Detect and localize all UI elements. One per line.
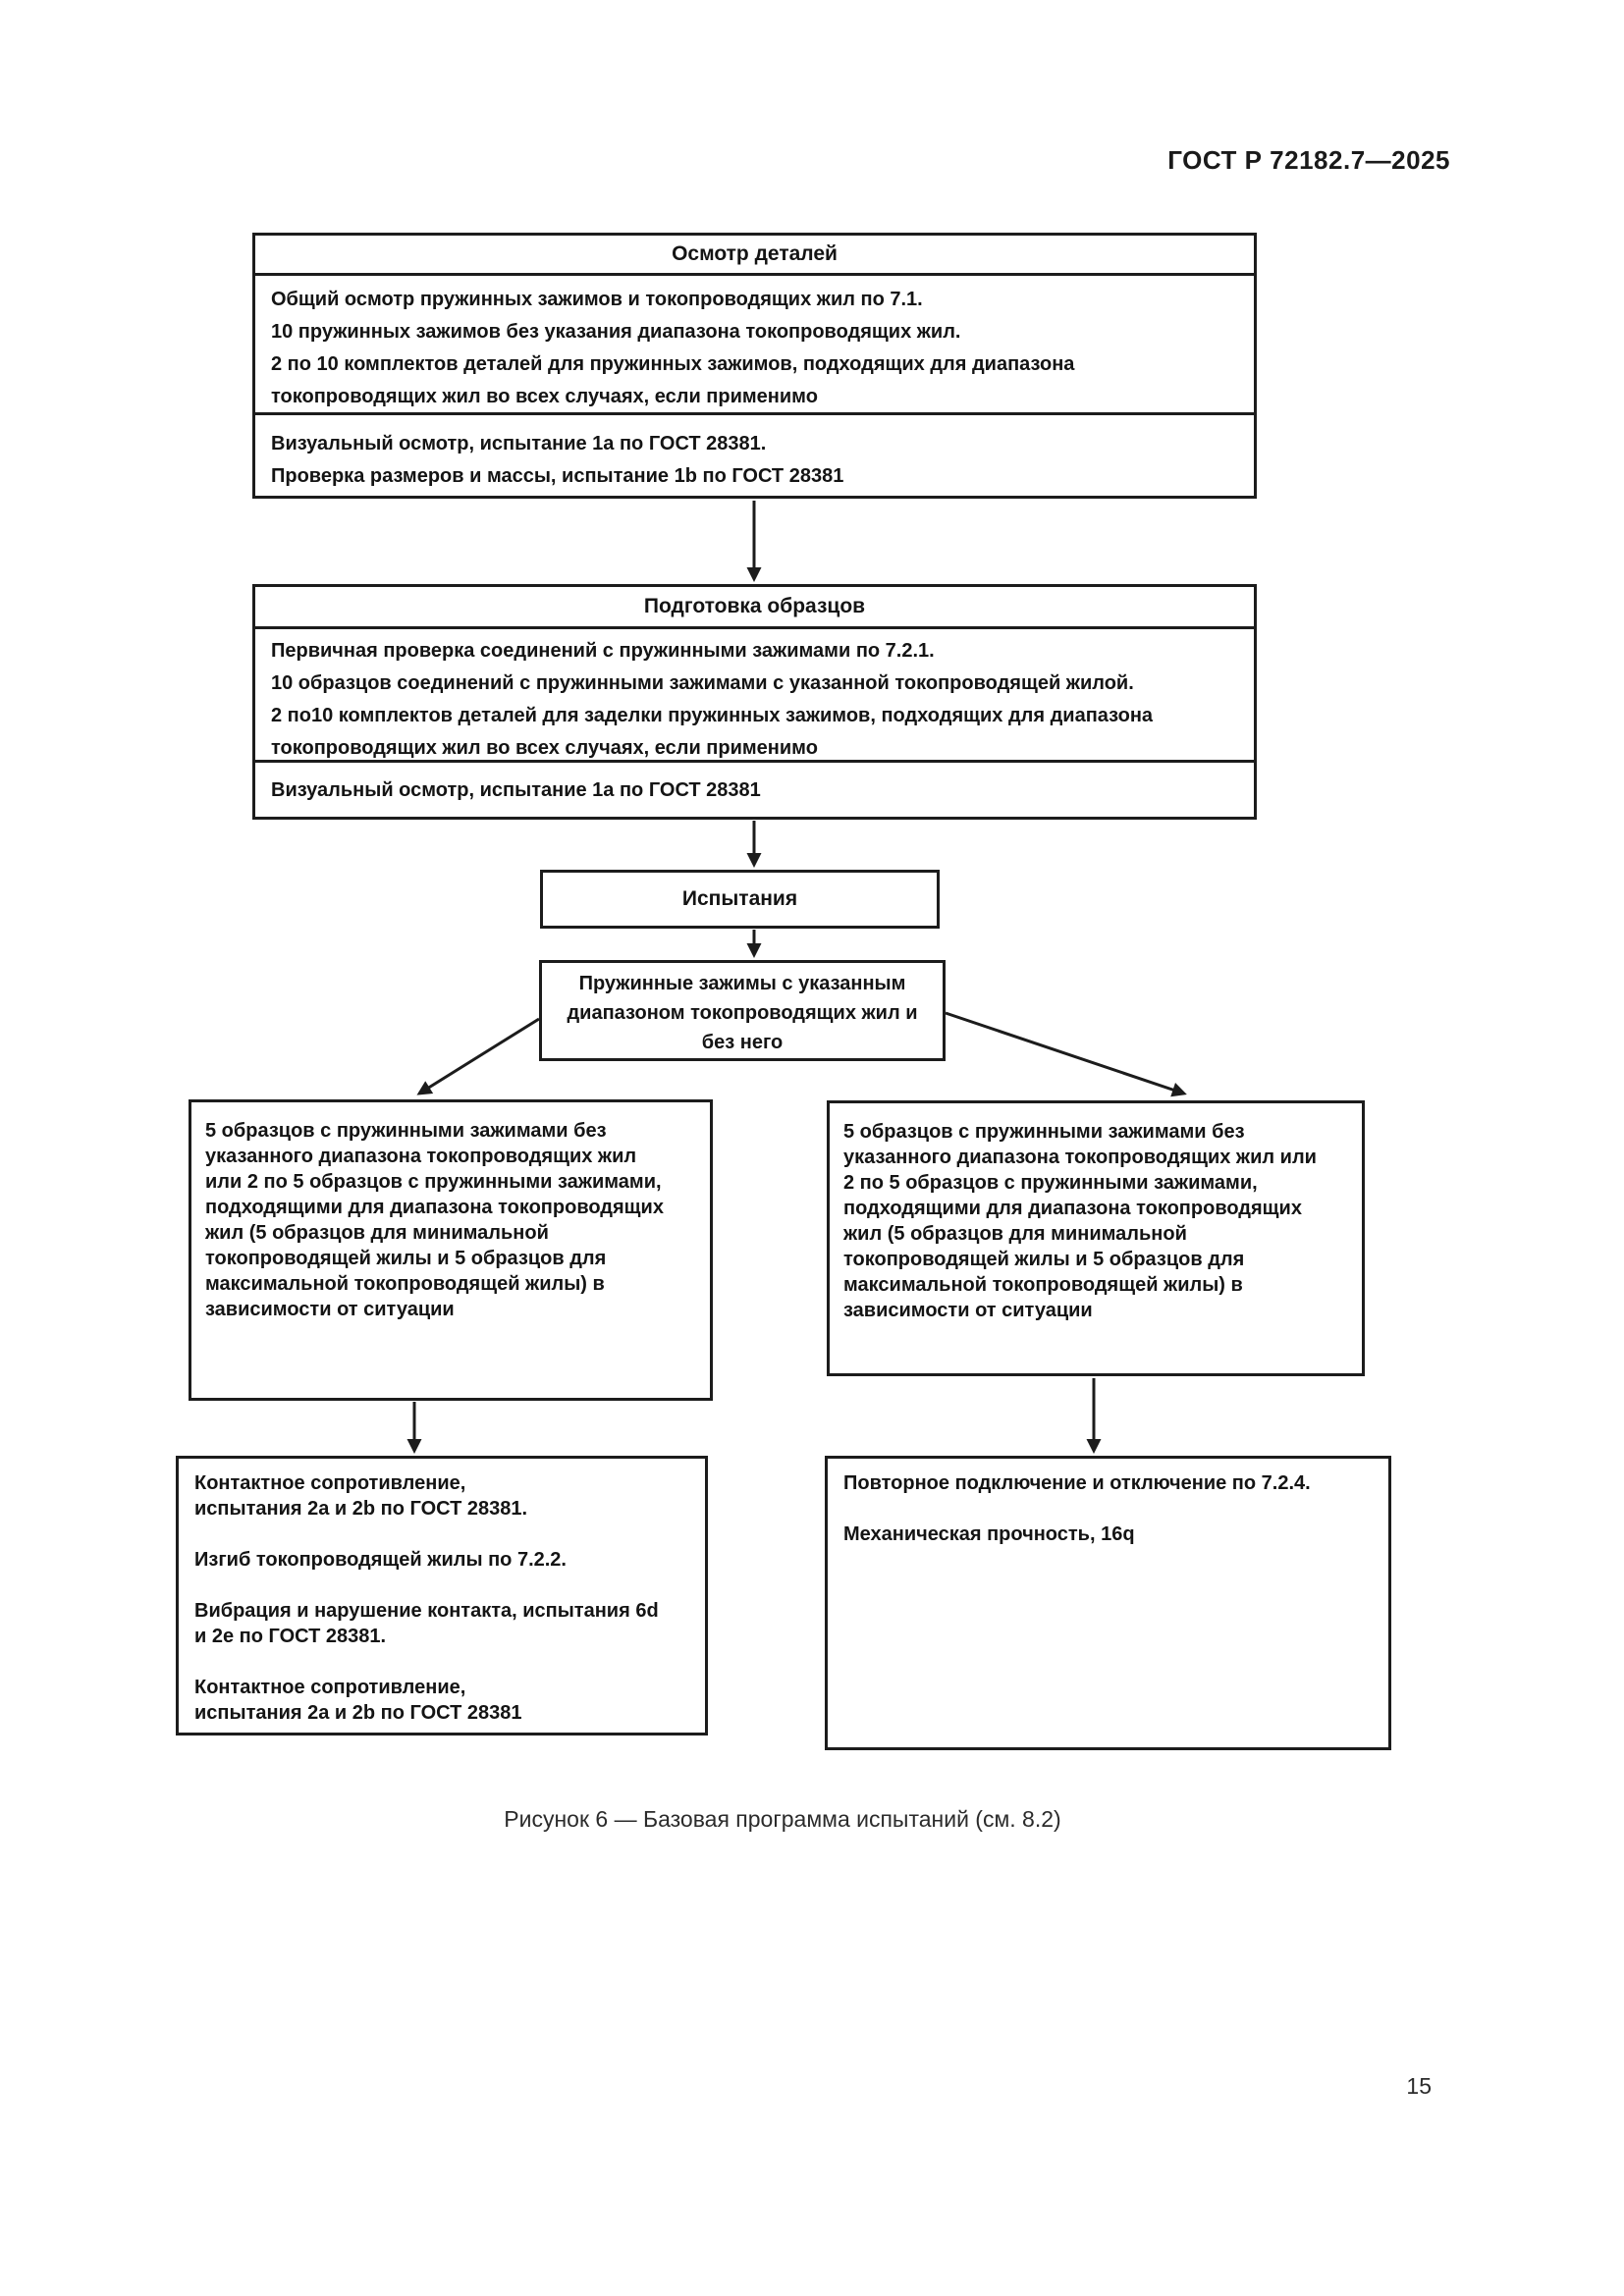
flow-box-sample-preparation: Подготовка образцов Первичная проверка с…: [252, 584, 1257, 820]
arrow-clamps-to-left-samples: [416, 1017, 540, 1095]
box-title: Подготовка образцов: [255, 587, 1254, 629]
box-description: Первичная проверка соединений с пружинны…: [271, 640, 1154, 759]
figure-caption: Рисунок 6 — Базовая программа испытаний …: [504, 1806, 1061, 1832]
flow-box-left-test-sequence: Контактное сопротивление, испытания 2а и…: [176, 1456, 708, 1735]
box-test-list: Визуальный осмотр, испытание 1а по ГОСТ …: [255, 760, 1254, 819]
flow-box-parts-inspection: Осмотр деталей Общий осмотр пружинных за…: [252, 233, 1257, 499]
page-number: 15: [1406, 2073, 1432, 2099]
flow-box-right-test-sequence: Повторное подключение и отключение по 7.…: [825, 1456, 1391, 1750]
box-test-list: Визуальный осмотр, испытание 1а по ГОСТ …: [255, 412, 1254, 516]
flow-box-left-samples: 5 образцов с пружинными зажимами без ука…: [189, 1099, 713, 1401]
flow-box-tests: Испытания: [540, 870, 940, 929]
flow-box-clamp-branch: Пружинные зажимы с указанным диапазоном …: [539, 960, 946, 1061]
box-title: Осмотр деталей: [255, 236, 1254, 276]
arrow-clamps-to-right-samples: [945, 1011, 1187, 1097]
standard-number-header: ГОСТ Р 72182.7—2025: [1167, 145, 1450, 175]
flow-box-right-samples: 5 образцов с пружинными зажимами без ука…: [827, 1100, 1365, 1376]
box-description: Общий осмотр пружинных зажимов и токопро…: [271, 289, 1075, 407]
